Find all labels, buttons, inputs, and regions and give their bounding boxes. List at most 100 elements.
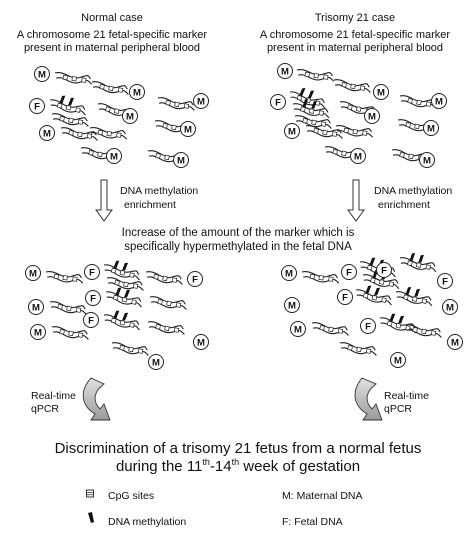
maternal-label: M	[180, 121, 196, 137]
svg-text:F: F	[192, 275, 198, 286]
cpg-site-icon	[341, 82, 347, 88]
cpg-site-icon	[328, 326, 334, 333]
methylation-icon	[88, 512, 94, 523]
cpg-site-icon	[359, 85, 366, 91]
svg-text:M: M	[288, 301, 296, 312]
svg-text:M: M	[451, 338, 459, 349]
cpg-site-icon	[331, 131, 338, 137]
cpg-site-icon	[75, 307, 82, 313]
dna-fragment	[45, 270, 84, 284]
cpg-site-icon	[311, 119, 317, 126]
cpg-site-icon	[106, 131, 112, 137]
cpg-site-icon	[68, 130, 74, 136]
cpg-site-icon	[62, 74, 68, 81]
fetal-label: F	[85, 290, 101, 306]
svg-text:M: M	[133, 88, 141, 99]
dna-fragment	[404, 324, 442, 338]
maternal-label: M	[350, 148, 366, 164]
cpg-site-icon	[378, 279, 385, 285]
dna-fragment	[296, 68, 335, 82]
maternal-label: M	[284, 123, 300, 139]
cpg-site-icon	[319, 325, 325, 331]
cpg-site-icon	[81, 77, 87, 83]
cpg-site-icon	[77, 332, 84, 338]
cpg-site-icon	[318, 275, 324, 281]
svg-text:M: M	[377, 88, 385, 99]
svg-text:M: M	[294, 325, 302, 336]
methylation-icon	[123, 289, 131, 298]
right-subtitle-1: A chromosome 21 fetal-specific marker	[260, 29, 450, 41]
svg-text:F: F	[381, 266, 387, 277]
dna-fragment	[335, 124, 374, 138]
cpg-site-icon	[425, 101, 432, 107]
cpg-site-icon	[59, 329, 65, 335]
dna-fragment	[391, 149, 429, 163]
fetal-label: F	[360, 318, 376, 334]
maternal-label: M	[364, 108, 380, 124]
dna-fragment	[395, 287, 433, 307]
fetal-label: F	[84, 264, 100, 280]
maternal-label: M	[442, 299, 458, 315]
cpg-site-icon	[77, 131, 83, 138]
cpg-site-icon	[183, 103, 190, 109]
svg-text:M: M	[354, 152, 362, 163]
methylation-icon	[115, 287, 122, 296]
legend-cpg: CpG sites	[108, 490, 154, 502]
maternal-label: M	[419, 152, 435, 168]
dna-fragment	[91, 81, 129, 95]
svg-text:F: F	[365, 322, 371, 333]
methylation-icon	[405, 287, 412, 296]
dna-fragment	[333, 79, 371, 93]
maternal-label: M	[25, 265, 41, 281]
conclusion-line1: Discrimination of a trisomy 21 fetus fro…	[55, 440, 422, 457]
cpg-site-icon	[119, 319, 126, 326]
cpg-site-icon	[99, 84, 105, 90]
left-step1-line1: DNA methylation	[120, 185, 198, 197]
methylation-icon	[302, 99, 309, 108]
svg-text:F: F	[89, 268, 95, 279]
cpg-site-icon	[164, 325, 170, 332]
cpg-site-icon	[362, 130, 368, 136]
maternal-label: M	[431, 93, 447, 109]
cpg-site-icon	[405, 122, 411, 128]
right-step2-line1: Real-time	[384, 390, 429, 402]
methylation-icon	[121, 312, 129, 321]
cpg-site-icon	[365, 348, 372, 354]
svg-text:M: M	[29, 269, 37, 280]
cpg-site-icon	[320, 121, 327, 127]
cpg-site-icon	[173, 327, 180, 333]
maternal-label: M	[373, 84, 389, 100]
cpg-site-icon	[88, 150, 94, 156]
svg-text:M: M	[281, 67, 289, 78]
conclusion-line2: during the 11th-14th week of gestation	[116, 457, 360, 475]
dna-fragment	[289, 88, 326, 109]
maternal-label: M	[290, 321, 306, 337]
dna-fragment	[339, 342, 377, 356]
cpg-site-icon	[112, 294, 119, 301]
svg-text:F: F	[275, 98, 281, 109]
cpg-site-icon	[97, 129, 103, 136]
down-arrow-right-icon	[347, 179, 365, 222]
cpg-site-icon	[71, 76, 77, 82]
cpg-site-icon	[119, 345, 125, 351]
cpg-site-icon	[430, 330, 437, 336]
methylation-icon	[369, 257, 376, 266]
cpg-site-icon	[53, 273, 59, 280]
cpg-site-icon	[328, 276, 334, 282]
cpg-site-icon	[153, 274, 159, 280]
dna-fragment	[311, 322, 349, 336]
maternal-label: M	[148, 354, 164, 370]
middle-text-line2: specifically hypermethylated in the feta…	[124, 241, 352, 253]
svg-text:M: M	[184, 125, 192, 136]
cpg-site-icon	[355, 106, 362, 112]
dna-fragment	[60, 127, 98, 141]
cpg-site-icon	[131, 299, 137, 305]
maternal-label: M	[39, 125, 55, 141]
dna-fragment	[399, 253, 437, 273]
curved-arrow-left-icon	[82, 377, 111, 421]
right-step1-line2: enrichment	[378, 199, 430, 211]
cpg-site-icon	[171, 124, 177, 131]
cpg-site-icon	[65, 104, 72, 111]
methylation-icon	[373, 287, 381, 296]
